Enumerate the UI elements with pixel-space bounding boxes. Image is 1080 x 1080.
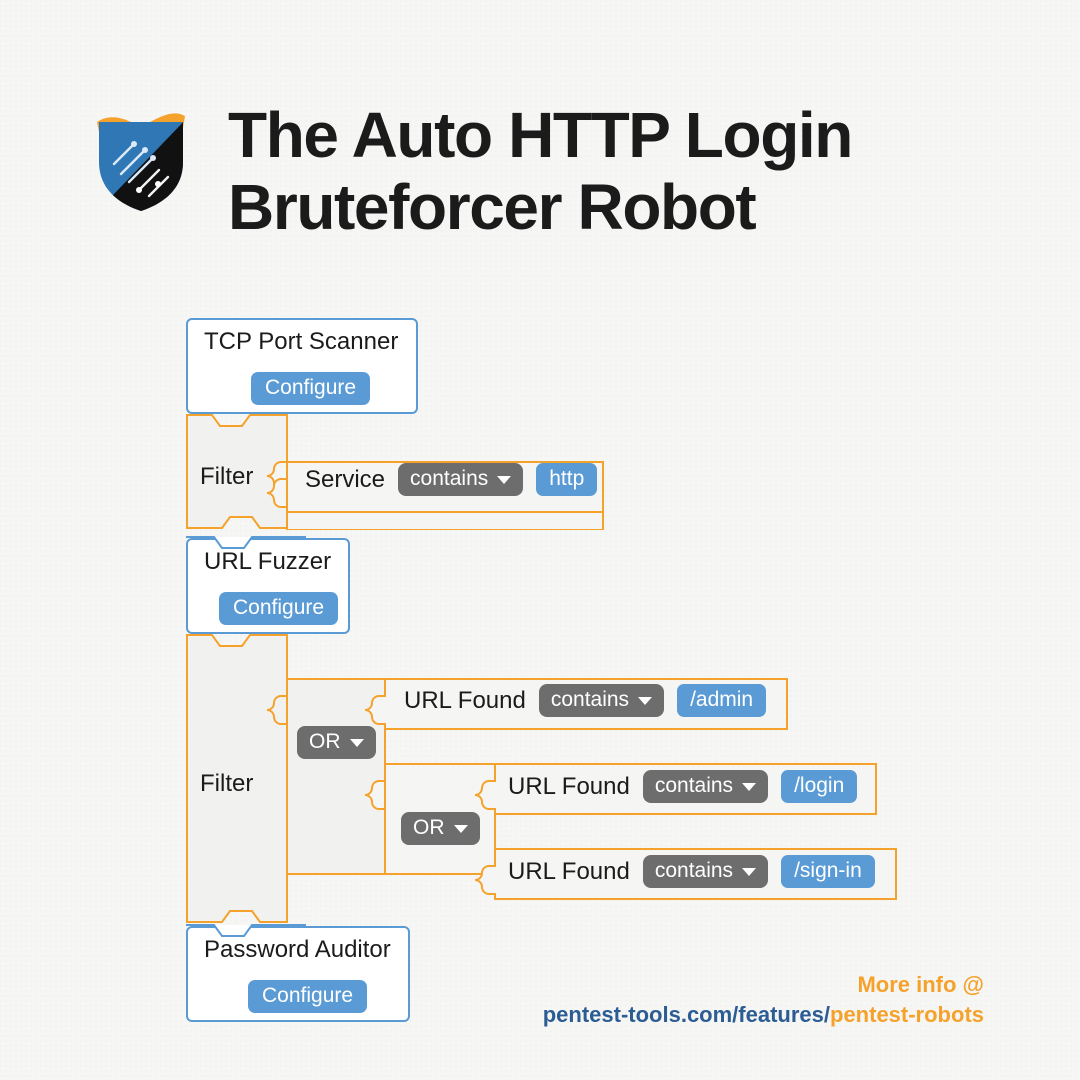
block-tcp-port-scanner[interactable]: TCP Port Scanner Configure — [186, 318, 418, 414]
condition-row-signin[interactable]: URL Found contains /sign-in — [508, 855, 875, 888]
more-info-label: More info @ — [857, 972, 984, 997]
chevron-down-icon — [453, 824, 468, 833]
filter-label-url-found: Filter — [200, 770, 254, 797]
footer-url-path: pentest-robots — [830, 1001, 984, 1027]
chevron-down-icon — [742, 782, 757, 791]
condition-field-admin: URL Found — [404, 686, 526, 714]
title-line-2: Bruteforcer Robot — [228, 170, 757, 243]
pentest-tools-shield-logo — [97, 113, 185, 211]
configure-button-tcp-port-scanner[interactable]: Configure — [251, 372, 371, 405]
logic-operator-outer-or[interactable]: OR — [297, 726, 376, 759]
condition-value-admin[interactable]: /admin — [677, 684, 767, 717]
header: The Auto HTTP Login Bruteforcer Robot — [96, 96, 976, 243]
operator-dropdown-signin[interactable]: contains — [642, 855, 769, 888]
title-line-1: The Auto HTTP Login — [228, 99, 853, 171]
chevron-down-icon — [349, 738, 364, 747]
logic-operator-outer-label: OR — [309, 730, 341, 753]
footer: More info @ pentest-tools.com/features/p… — [543, 970, 984, 1029]
logic-operator-inner-or[interactable]: OR — [401, 812, 480, 845]
condition-value-service[interactable]: http — [536, 463, 598, 496]
logic-operator-inner-label: OR — [413, 816, 445, 839]
block-title-tcp-port-scanner: TCP Port Scanner — [204, 328, 399, 355]
condition-field-signin: URL Found — [508, 857, 630, 885]
condition-value-signin[interactable]: /sign-in — [781, 855, 875, 888]
operator-dropdown-service[interactable]: contains — [398, 463, 524, 496]
chevron-down-icon — [742, 867, 757, 876]
configure-button-url-fuzzer[interactable]: Configure — [219, 592, 339, 625]
block-title-password-auditor: Password Auditor — [204, 936, 391, 963]
condition-field-service: Service — [305, 465, 386, 493]
condition-row-admin[interactable]: URL Found contains /admin — [404, 684, 767, 717]
operator-dropdown-login[interactable]: contains — [642, 770, 769, 803]
operator-dropdown-admin[interactable]: contains — [538, 684, 665, 717]
condition-field-login: URL Found — [508, 772, 630, 800]
block-url-fuzzer[interactable]: URL Fuzzer Configure — [186, 538, 350, 634]
operator-label-signin: contains — [654, 859, 734, 882]
operator-label-service: contains — [410, 467, 489, 490]
footer-url-domain: pentest-tools.com/features/ — [542, 1001, 830, 1027]
configure-button-password-auditor[interactable]: Configure — [248, 980, 368, 1013]
condition-value-login[interactable]: /login — [781, 770, 858, 803]
operator-label-admin: contains — [550, 688, 630, 711]
footer-url[interactable]: pentest-tools.com/features/pentest-robot… — [543, 1000, 984, 1030]
page-title: The Auto HTTP Login Bruteforcer Robot — [228, 96, 853, 243]
filter-label-service: Filter — [200, 463, 254, 490]
chevron-down-icon — [638, 696, 653, 705]
condition-row-login[interactable]: URL Found contains /login — [508, 770, 858, 803]
condition-row-service[interactable]: Service contains http — [305, 463, 598, 496]
workflow-canvas: TCP Port Scanner Configure Filter Servic… — [0, 300, 1080, 1060]
chevron-down-icon — [497, 475, 512, 484]
block-title-url-fuzzer: URL Fuzzer — [204, 548, 332, 575]
operator-label-login: contains — [654, 774, 734, 797]
block-password-auditor[interactable]: Password Auditor Configure — [186, 926, 410, 1022]
